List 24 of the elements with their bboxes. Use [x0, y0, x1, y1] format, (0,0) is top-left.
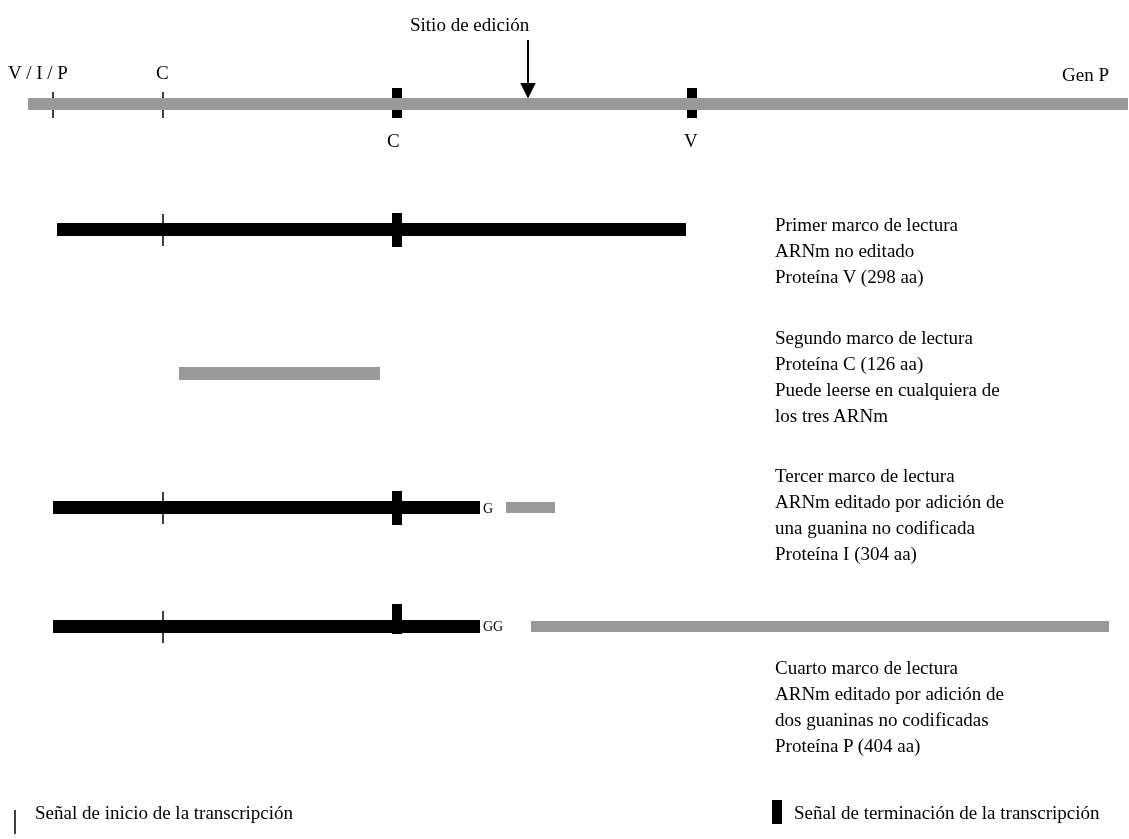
gene-bar — [28, 98, 1128, 110]
frame-description: Cuarto marco de lectura — [775, 656, 959, 680]
frame-description: Tercer marco de lectura — [775, 464, 955, 488]
frame-description: Proteína P (404 aa) — [775, 734, 921, 758]
frame-description: Proteína V (298 aa) — [775, 265, 924, 289]
legend-text: Señal de inicio de la transcripción — [35, 801, 293, 825]
annotation-text: Sitio de edición — [410, 12, 530, 38]
legend-text: Señal de terminación de la transcripción — [794, 801, 1100, 825]
arrow — [520, 39, 536, 99]
frame-description: Puede leerse en cualquiera de los tres ARNm — [775, 378, 1001, 428]
site-label: C — [387, 129, 400, 153]
site-label: V / I / P — [8, 61, 68, 85]
frame-description: ARNm editado por adición de una guanina no codificada — [775, 490, 1005, 540]
frame-description: ARNm no editado — [775, 239, 915, 263]
frame-description: Proteína C (126 aa) — [775, 352, 924, 376]
nucleotide-label: GG — [483, 618, 504, 636]
frame-description: ARNm editado por adición de dos guaninas no codificadas — [775, 682, 1005, 732]
site-label: V — [684, 129, 698, 153]
frame-description: Segundo marco de lectura — [775, 326, 973, 350]
frame-description: Primer marco de lectura — [775, 213, 959, 237]
gene-label: Gen P — [1062, 63, 1109, 87]
nucleotide-label: G — [483, 500, 494, 518]
frame-description: Proteína I (304 aa) — [775, 542, 917, 566]
site-label: C — [156, 61, 169, 85]
